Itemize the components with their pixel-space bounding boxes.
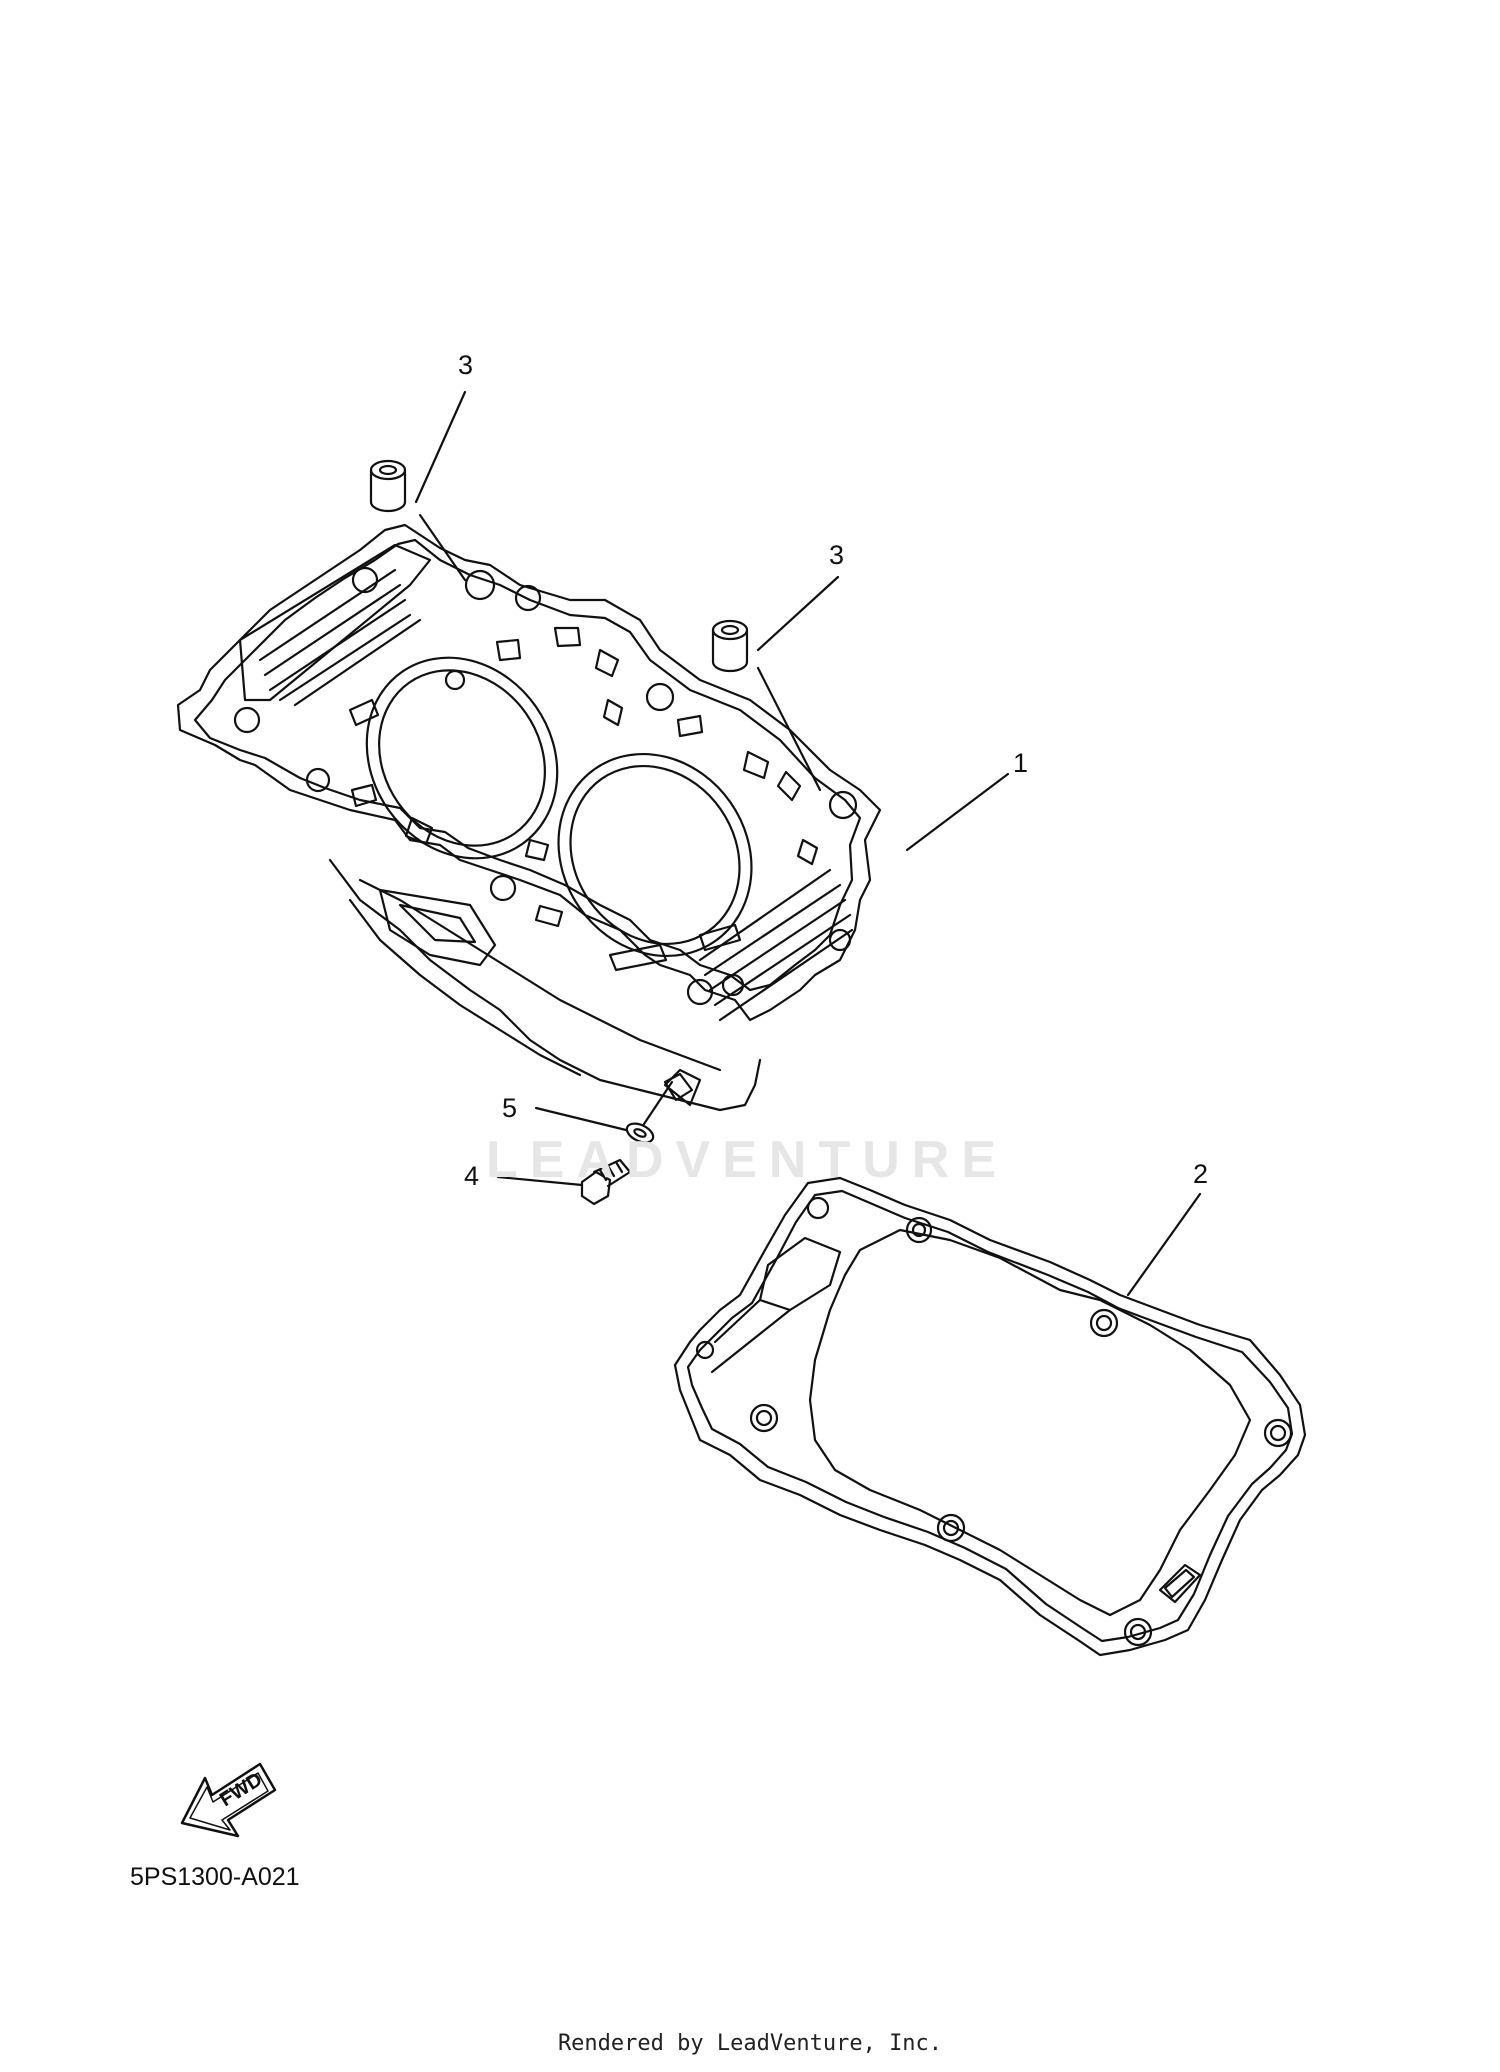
leader-line-1: [905, 772, 1010, 852]
bolt: [580, 1158, 632, 1206]
callout-gasket: 2: [1193, 1159, 1209, 1189]
leader-line-3b: [756, 575, 840, 652]
leader-line-5-up: [642, 1080, 674, 1126]
cylinder-block: [176, 523, 882, 1112]
callout-dowel-right: 3: [829, 540, 845, 570]
leader-line-2: [1126, 1192, 1202, 1297]
dowel-pin-left: [369, 459, 407, 513]
leader-line-3a-hidden: [418, 513, 467, 582]
dowel-pin-right: [711, 619, 749, 673]
watermark: LEADVENTURE: [486, 1131, 1009, 1189]
washer: [625, 1122, 655, 1144]
callout-dowel-left: 3: [458, 350, 474, 380]
leader-line-3a: [414, 390, 467, 504]
forward-arrow-icon: FWD: [180, 1762, 277, 1838]
callout-cylinder: 1: [1013, 748, 1029, 778]
leader-line-5: [534, 1106, 628, 1132]
leader-line-3b-hidden: [756, 666, 822, 792]
drawing-code: 5PS1300-A021: [130, 1863, 300, 1891]
footer-credit: Rendered by LeadVenture, Inc.: [557, 2031, 943, 2056]
callout-bolt: 4: [464, 1161, 480, 1191]
leader-line-4: [496, 1175, 584, 1187]
cylinder-gasket: [673, 1176, 1307, 1657]
callout-washer: 5: [502, 1093, 518, 1123]
